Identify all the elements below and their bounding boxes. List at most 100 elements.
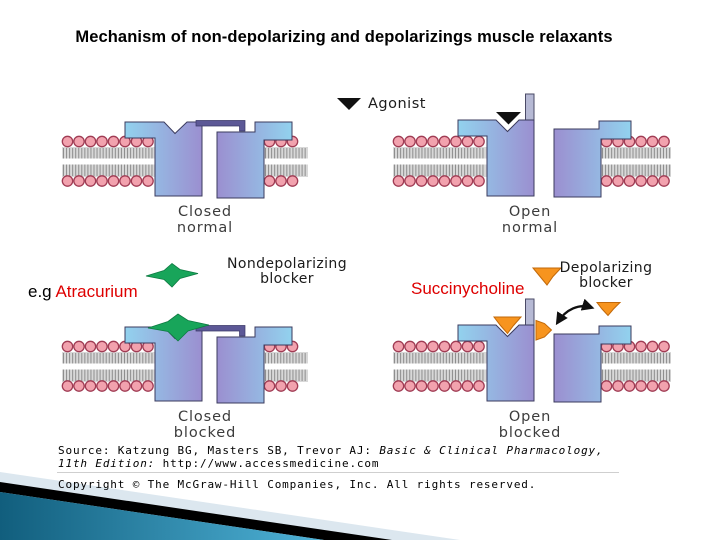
nondepolarizing-blocker-line2: blocker [260,270,314,287]
membrane-head [473,175,485,187]
source-book-title: Basic & Clinical Pharmacology, [379,444,604,457]
closed-normal-label: Closed normal [140,204,270,236]
slide-corner-decoration [0,472,460,540]
membrane-head [461,175,474,187]
membrane-head [142,175,154,187]
membrane-head [263,175,276,187]
depolarizing-blocker-channel-icon [535,319,553,341]
membrane-head [73,135,85,148]
membrane-head [392,135,405,148]
nondepolarizing-blocker-label: Nondepolarizing blocker [207,257,367,286]
copyright-line: Copyright © The McGraw-Hill Companies, I… [58,478,537,491]
membrane-head [623,175,636,187]
open-normal-label: Open normal [465,204,595,236]
source-citation-line2: 11th Edition: http://www.accessmedicine.… [58,457,379,470]
receptor-beta-subunit [216,121,293,199]
membrane-head [646,135,659,148]
closed-blocked-label: Closed blocked [140,409,270,441]
depolarizing-blocker-label: Depolarizing blocker [526,261,686,290]
source-edition: 11th Edition: [58,457,156,470]
closed-blocked-label-line1: Closed [177,409,233,425]
membrane-midline [264,158,308,165]
nondepolarizing-blocker-line1: Nondepolarizing [227,256,347,272]
receptor-closed-diagram [61,120,308,199]
open-normal-label-line1: Open [508,204,552,220]
receptor-open-diagram [392,93,671,198]
open-normal-label-line2: normal [501,219,559,236]
membrane-head [438,175,451,187]
membrane-head [96,135,108,148]
membrane-head [404,175,416,187]
agonist-bound-icon [496,112,521,125]
source-text: Source: Katzung BG, Masters SB, Trevor A… [58,444,380,457]
open-blocked-label-line2: blocked [498,424,562,441]
decoration-teal-wedge [0,492,324,540]
membrane-head [61,175,74,187]
receptor-alpha-subunit [124,121,203,197]
closed-normal-label-line2: normal [176,219,234,236]
membrane-head [427,175,439,187]
depolarizing-blocker-free-icon [595,302,622,317]
membrane-head [600,175,613,187]
receptor-open-blocked-diagram [392,298,672,403]
membrane-head [427,135,439,148]
membrane-midline [393,158,487,165]
membrane-head [646,175,659,187]
source-url: http://www.accessmedicine.com [155,457,380,470]
membrane-head [107,175,120,187]
agonist-label: Agonist [368,96,426,112]
open-blocked-label: Open blocked [465,409,595,441]
membrane-head [612,175,624,187]
channel-gate-rod [525,93,535,123]
membrane-head [415,135,428,148]
lipid-bilayer-membrane [61,135,308,187]
membrane-head [73,175,85,187]
closed-blocked-label-line2: blocked [173,424,237,441]
membrane-midline [62,158,155,165]
channel-gate-bar [195,120,246,132]
agonist-legend-icon [337,98,361,110]
receptor-closed-blocked-diagram [61,324,309,404]
membrane-head [404,135,416,148]
membrane-head [658,175,670,187]
decoration-black-stripe [0,482,392,540]
membrane-head [450,175,462,187]
closed-normal-label-line1: Closed [177,204,233,220]
membrane-head [658,135,670,148]
membrane-head [473,135,485,148]
lipid-bilayer-membrane [392,135,671,187]
membrane-head [635,135,647,148]
depolarizing-blocker-legend-icon [531,267,563,286]
membrane-midline [601,158,671,165]
receptor-alpha-subunit [457,119,535,197]
membrane-head [130,175,143,187]
membrane-head [461,135,474,148]
nondepolarizing-blocker-bound-icon [147,313,210,342]
membrane-head [635,175,647,187]
nondepolarizing-drug-name: Atracurium [55,282,138,301]
membrane-head [61,135,74,148]
source-divider-rule [57,472,619,473]
example-prefix: e.g [28,282,52,301]
membrane-head [415,175,428,187]
membrane-head [450,135,462,148]
nondepolarizing-example: e.g Atracurium [28,282,138,302]
source-citation-line1: Source: Katzung BG, Masters SB, Trevor A… [58,444,604,457]
open-blocked-label-line1: Open [508,409,552,425]
membrane-head [96,175,108,187]
membrane-head [84,175,97,187]
membrane-head [84,135,97,148]
depolarizing-drug-name: Succinycholine [411,279,525,298]
receptor-beta-subunit [553,120,632,198]
membrane-head [119,175,131,187]
membrane-head [107,135,120,148]
binding-unbinding-arrow-icon [555,298,595,326]
depolarizing-blocker-line1: Depolarizing [559,260,653,276]
membrane-head [286,175,299,187]
slide-title: Mechanism of non-depolarizing and depola… [75,28,613,46]
depolarizing-blocker-line2: blocker [579,274,633,291]
membrane-head [392,175,405,187]
membrane-head [438,135,451,148]
